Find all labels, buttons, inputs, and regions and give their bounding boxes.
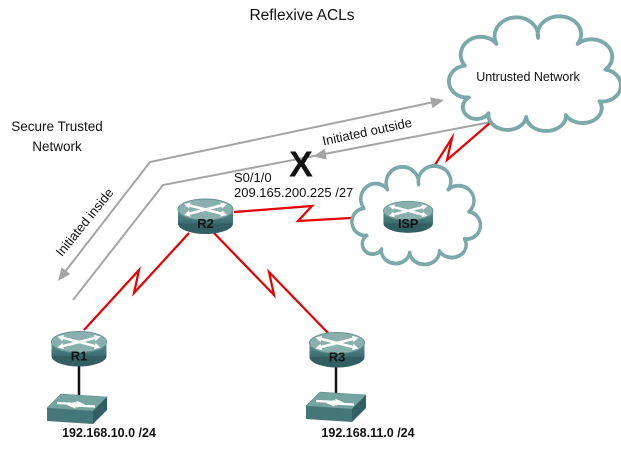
router-r3: R3 — [308, 331, 366, 369]
serial-links — [83, 121, 492, 335]
link-r2-r1 — [83, 232, 190, 331]
diagram-title: Reflexive ACLs — [249, 7, 354, 24]
blocked-x-marker: X — [289, 144, 313, 185]
lan-links — [77, 366, 338, 404]
router-r1-label: R1 — [71, 349, 88, 364]
arrowhead-to-untrusted-icon — [430, 97, 444, 109]
initiated-outside-label: Initiated outside — [321, 115, 413, 149]
link-r2-r3 — [213, 232, 330, 335]
interface-name-label: S0/1/0 — [234, 170, 272, 185]
router-r2: R2 — [176, 197, 235, 236]
flow-line-initiated-outside — [72, 121, 492, 301]
link-r2-isp — [233, 204, 387, 223]
lan1-subnet-label: 192.168.10.0 /24 — [62, 426, 156, 440]
link-isp-untrusted — [427, 121, 492, 177]
arrowhead-to-inside-icon — [58, 267, 71, 281]
interface-ip-label: 209.165.200.225 /27 — [234, 185, 353, 200]
flow-arrowheads — [58, 97, 444, 281]
flow-line-initiated-inside — [60, 101, 435, 278]
secure-network-label-line2: Network — [32, 139, 82, 154]
arrowhead-blocked-icon — [313, 148, 327, 160]
router-r1: R1 — [50, 330, 108, 368]
traffic-flow-arrows — [60, 101, 492, 301]
switch-lan2 — [304, 390, 368, 424]
router-r3-label: R3 — [329, 350, 346, 365]
router-isp: ISP — [382, 200, 435, 235]
router-isp-label: ISP — [398, 217, 418, 231]
secure-network-label-line1: Secure Trusted — [11, 119, 103, 134]
switch-icon — [45, 392, 109, 426]
untrusted-network-label: Untrusted Network — [476, 70, 580, 84]
router-r2-label: R2 — [197, 216, 214, 231]
lan2-subnet-label: 192.168.11.0 /24 — [321, 426, 414, 440]
switch-lan1 — [45, 392, 109, 426]
switch-icon — [304, 390, 368, 424]
